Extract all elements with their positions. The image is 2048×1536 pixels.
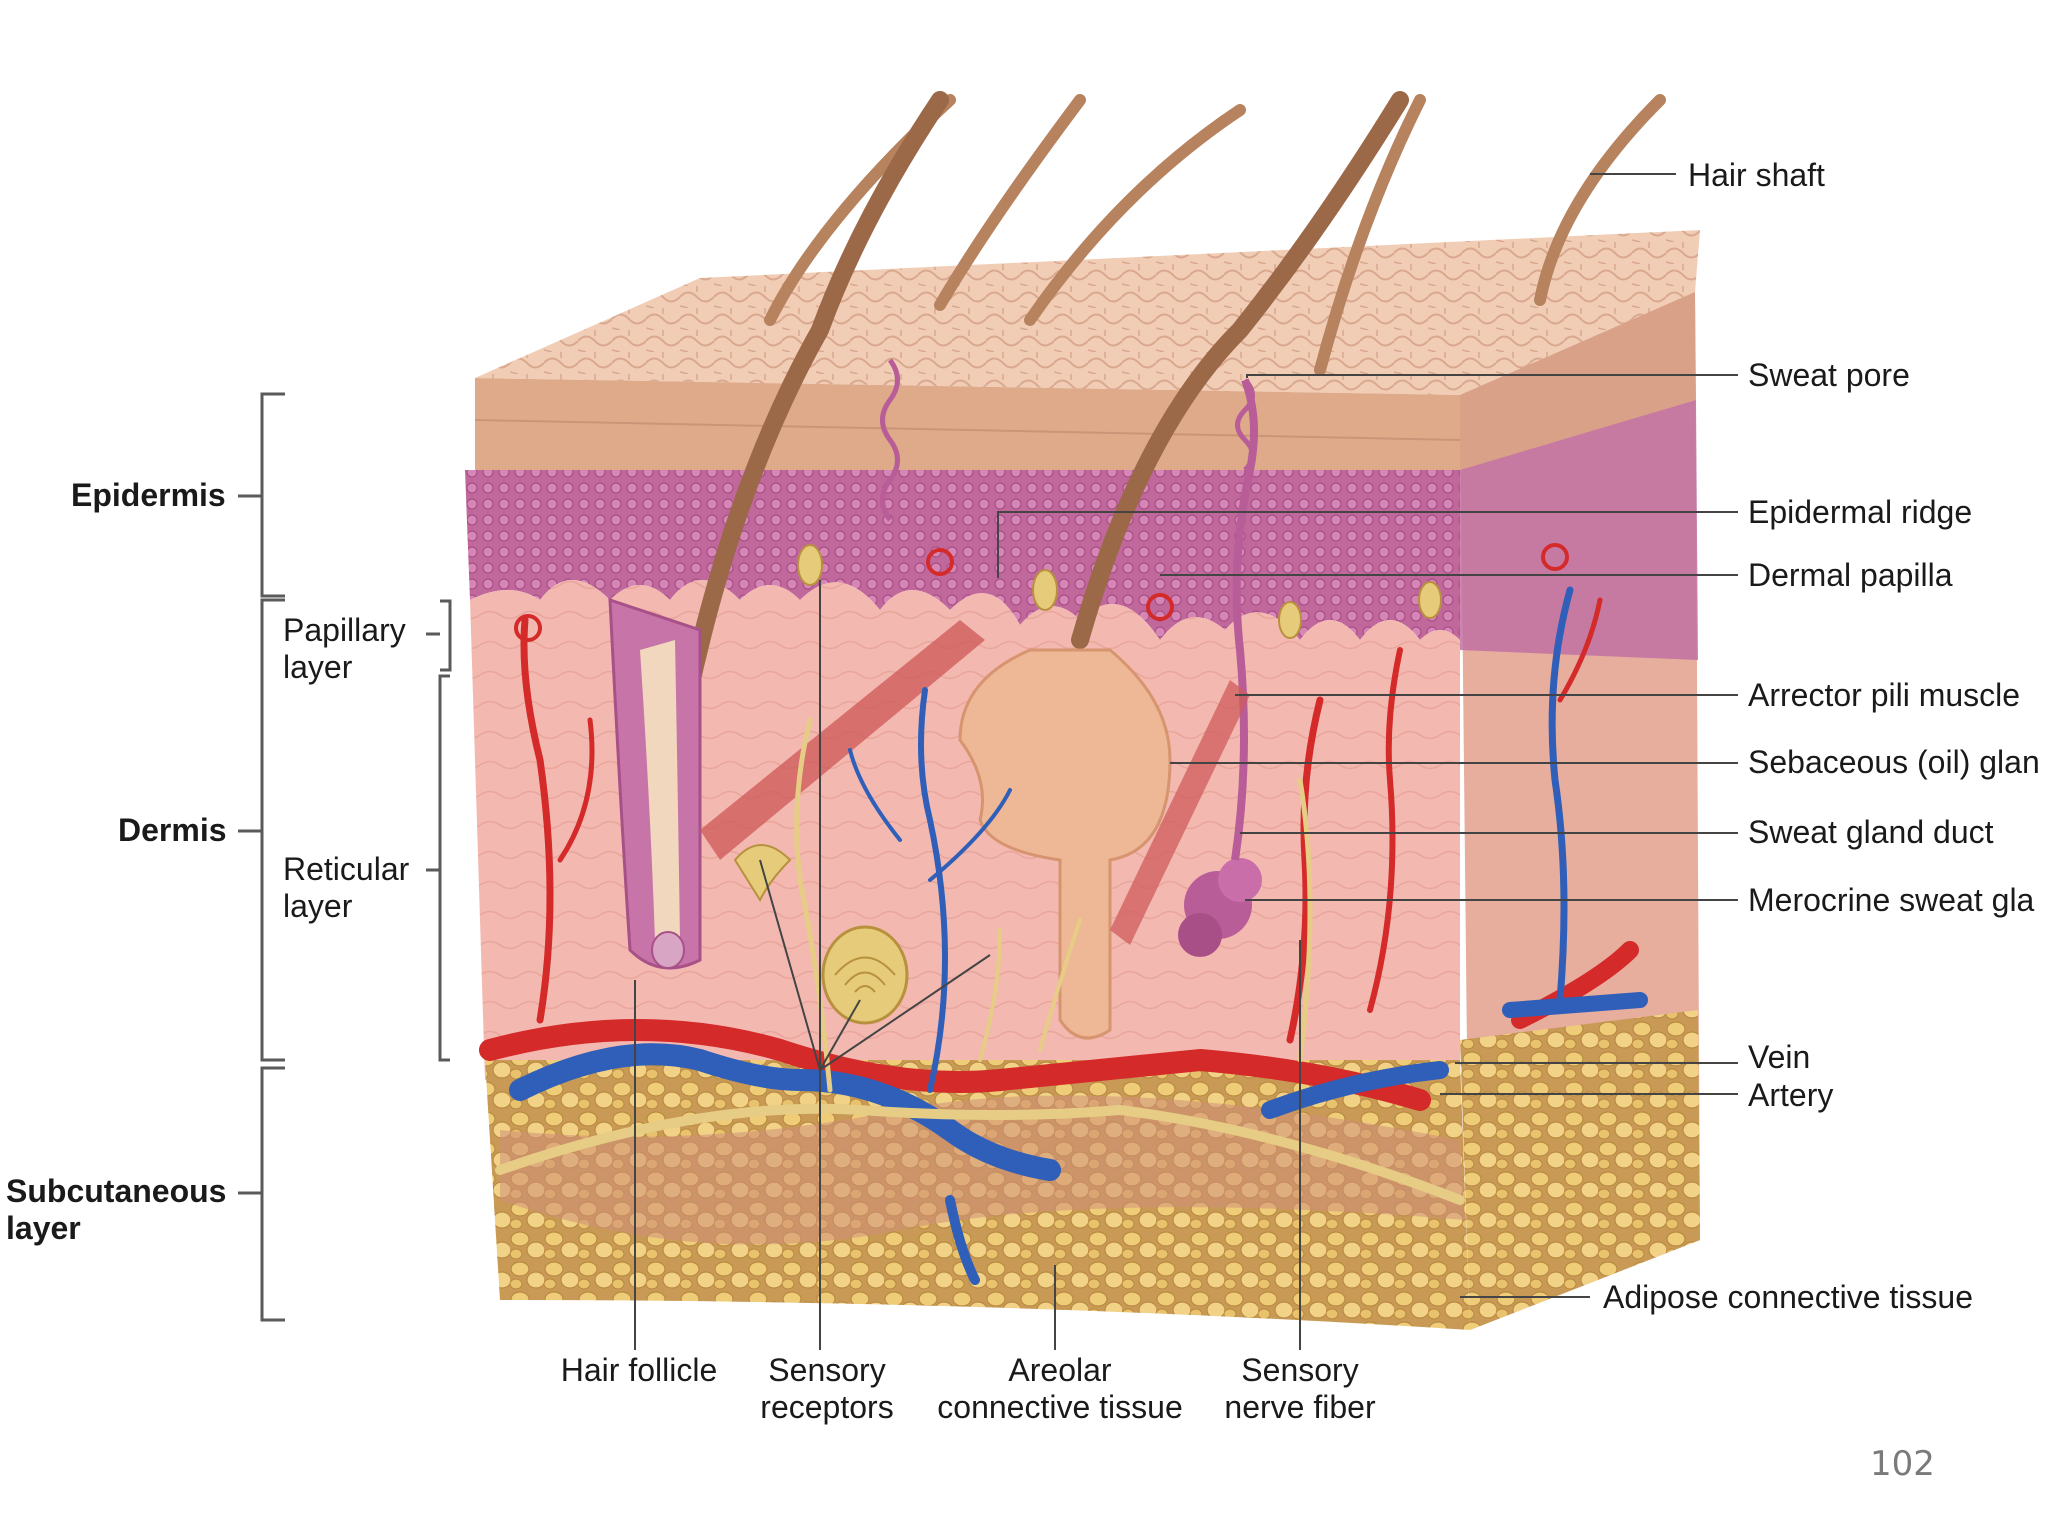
label-sweat-gland-duct: Sweat gland duct [1748,814,1994,850]
label-epidermal-ridge: Epidermal ridge [1748,494,1973,530]
label-papillary-layer: Papillary layer [283,612,406,685]
leader-lines [634,173,1738,1350]
label-dermal-papilla: Dermal papilla [1748,557,1953,593]
merocrine-sweat-gland [1178,378,1262,957]
label-subcutaneous-layer: Subcutaneous layer [6,1173,227,1246]
lamellated-corpuscle [821,925,909,1025]
label-dermis: Dermis [118,812,227,848]
page-number: 102 [1870,1444,1935,1484]
dermis-layer [470,580,1460,1080]
label-vein: Vein [1748,1039,1811,1075]
label-reticular-layer: Reticular layer [283,851,410,924]
label-sweat-pore: Sweat pore [1748,357,1910,393]
arrector-pili-muscle [700,620,985,860]
tactile-corpuscles [733,544,1442,903]
hair-shafts [764,94,1666,376]
sebaceous-gland [958,648,1172,1040]
label-hair-shaft: Hair shaft [1688,157,1825,193]
label-sensory-nerve-fiber: Sensory nerve fiber [1224,1352,1376,1425]
nerves [495,717,1465,1205]
layer-brackets [238,392,452,1322]
label-artery: Artery [1748,1077,1834,1113]
label-areolar-connective-tissue: Areolar connective tissue [937,1352,1183,1425]
epidermis-layer [475,378,1460,470]
sweat-pore [1235,378,1255,472]
skin-surface [475,230,1700,395]
label-sensory-receptors: Sensory receptors [760,1352,894,1425]
label-hair-follicle: Hair follicle [560,1352,718,1388]
label-sebaceous-gland: Sebaceous (oil) glan [1748,744,2040,780]
label-epidermis: Epidermis [71,477,226,513]
label-arrector-pili-muscle: Arrector pili muscle [1748,677,2021,713]
label-adipose-connective-tissue: Adipose connective tissue [1603,1279,1973,1315]
label-merocrine-sweat-gland: Merocrine sweat gla [1748,882,2035,918]
